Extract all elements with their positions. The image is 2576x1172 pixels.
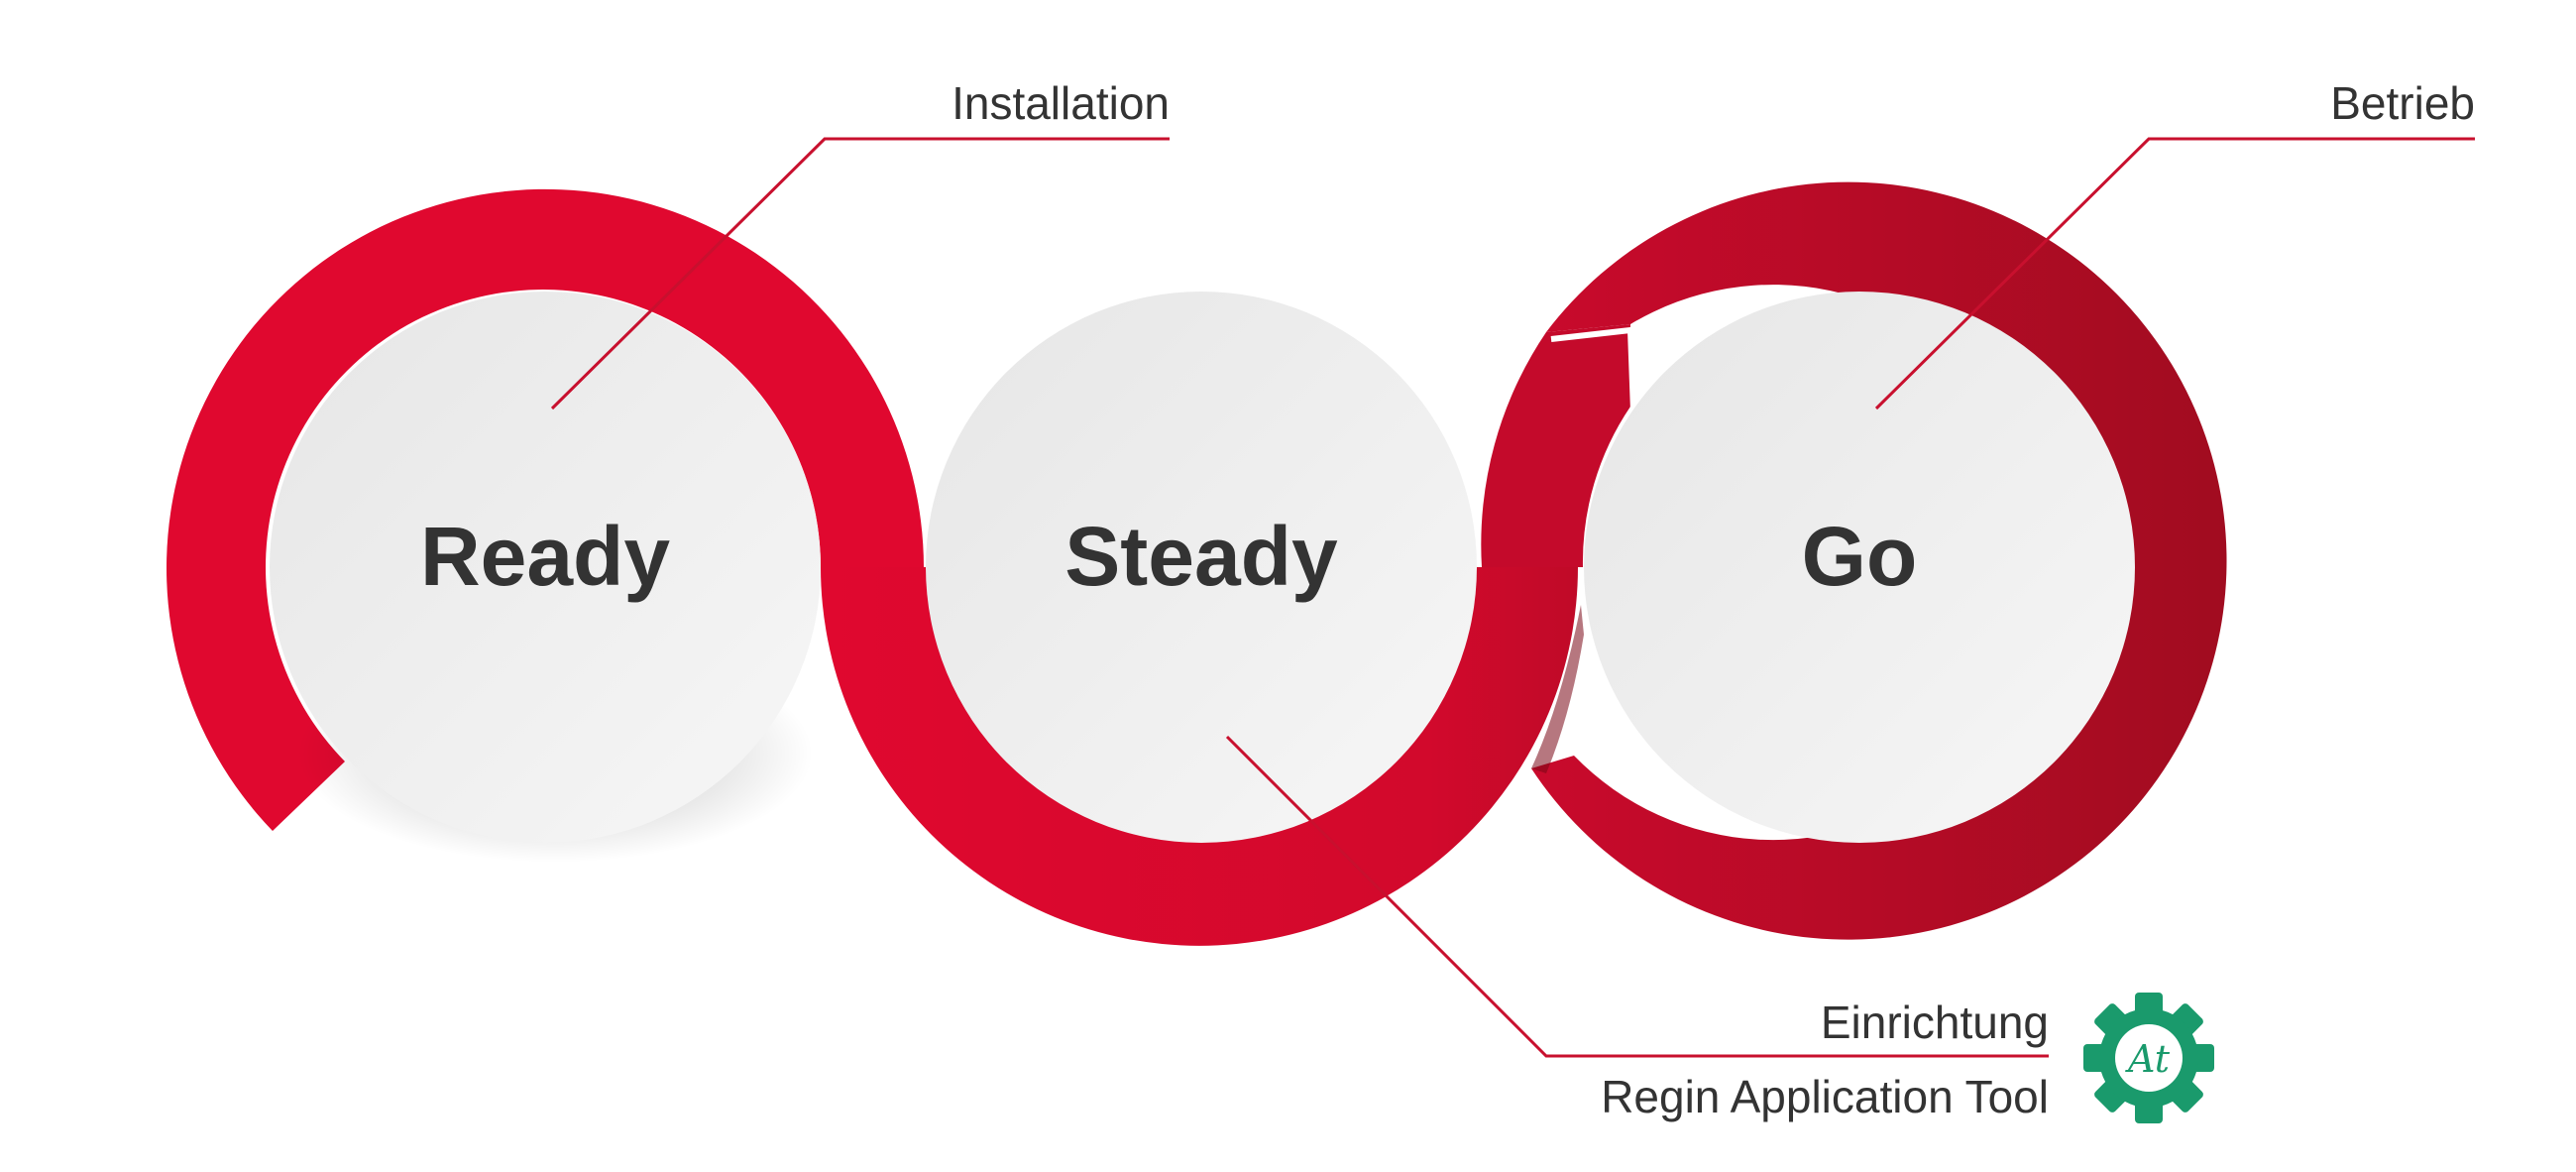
step-label-ready: Ready (420, 510, 670, 603)
ready-disc (270, 292, 821, 843)
callout-einrichtung: Einrichtung (1821, 996, 2049, 1048)
gear-logo-icon: At (2083, 993, 2214, 1123)
logo-text: At (2125, 1037, 2171, 1081)
steady-ring (821, 567, 1584, 946)
leader-line-einrichtung (1225, 735, 2049, 1058)
leader-line-installation (550, 137, 1170, 410)
callout-installation: Installation (952, 77, 1170, 129)
ready-ring (167, 188, 924, 831)
step-label-steady: Steady (1064, 510, 1338, 603)
leader-line-betrieb (1874, 137, 2475, 410)
go-disc (1584, 292, 2135, 843)
steady-disc (926, 292, 1477, 843)
callout-tool: Regin Application Tool (1601, 1071, 2049, 1122)
step-label-go: Go (1802, 510, 1918, 603)
callout-betrieb: Betrieb (2330, 77, 2475, 129)
